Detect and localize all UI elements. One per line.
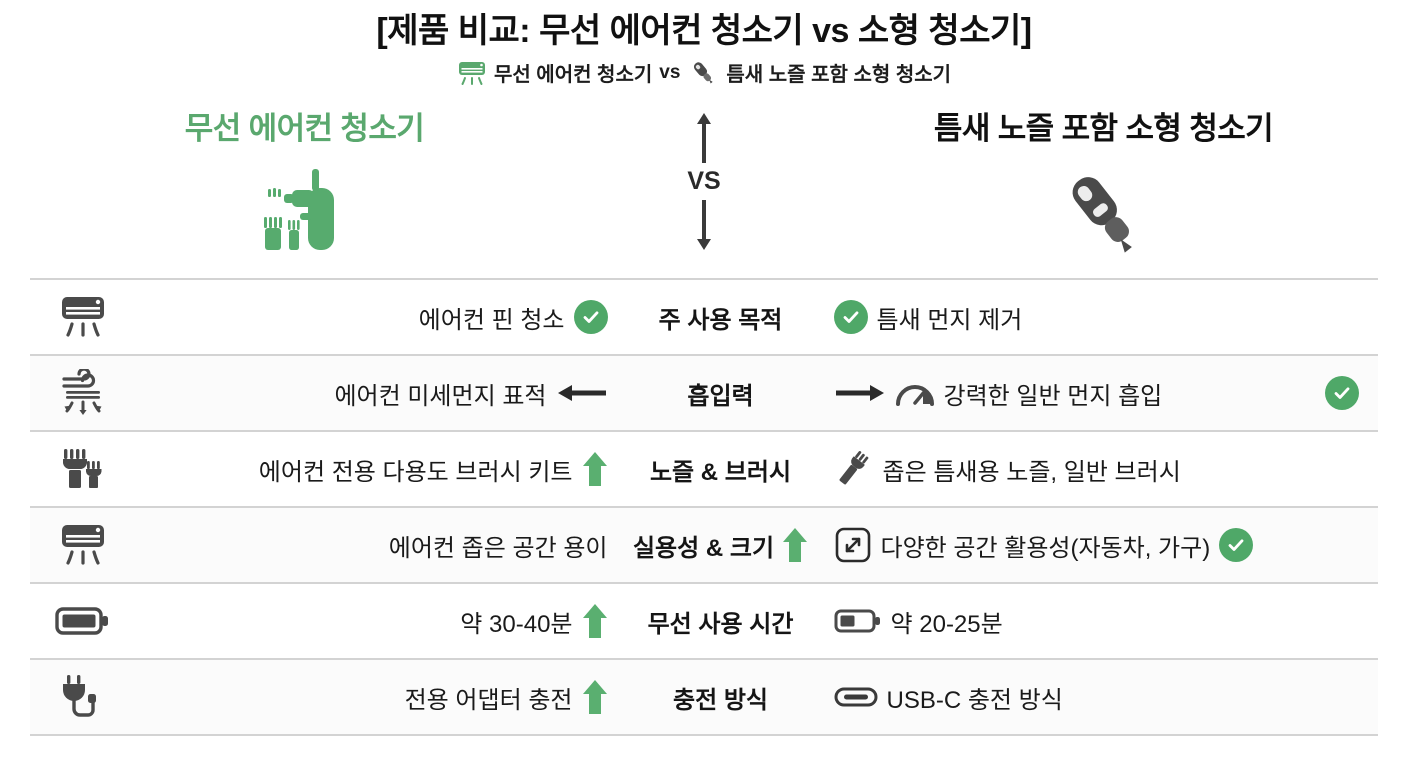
banner-left-product: 무선 에어컨 청소기 <box>0 103 609 261</box>
right-feature-cell: 다양한 공간 활용성(자동차, 가구) <box>826 526 1307 564</box>
attribute-label: 무선 사용 시간 <box>647 610 794 638</box>
attribute-cell: 주 사용 목적 <box>616 300 826 335</box>
table-row: 에어컨 핀 청소 주 사용 목적 틈새 먼지 제거 <box>30 280 1378 357</box>
arrow-up-green-icon <box>582 603 608 639</box>
subtitle-left-label: 무선 에어컨 청소기 <box>493 64 653 87</box>
airflow-icon <box>56 369 110 417</box>
left-feature-text: 에어컨 미세먼지 표적 <box>334 382 547 410</box>
left-feature-text: 에어컨 좁은 공간 용이 <box>388 534 608 562</box>
handheld-vacuum-icon <box>687 59 719 87</box>
subtitle-right-label: 틈새 노즐 포함 소형 청소기 <box>726 64 952 87</box>
cordless-ac-cleaner-illustration <box>240 166 370 261</box>
arrow-right-icon <box>834 381 886 405</box>
check-icon <box>1219 528 1254 563</box>
left-feature-text: 전용 어댑터 충전 <box>404 686 573 714</box>
right-feature-text: 다양한 공간 활용성(자동차, 가구) <box>880 534 1211 562</box>
left-feature-cell: 약 30-40분 <box>135 603 616 639</box>
table-row: 에어컨 좁은 공간 용이 실용성 & 크기 다양한 공간 활용성(자동차, 가구… <box>30 508 1378 585</box>
left-feature-cell: 전용 어댑터 충전 <box>135 679 616 715</box>
arrow-up-green-icon <box>782 527 808 563</box>
comparison-table: 에어컨 핀 청소 주 사용 목적 틈새 먼지 제거 <box>30 278 1378 737</box>
row-icon-cell <box>30 521 135 569</box>
usb-c-icon <box>834 685 878 709</box>
check-icon <box>573 300 608 335</box>
air-conditioner-icon <box>457 60 487 86</box>
left-product-name: 무선 에어컨 청소기 <box>184 111 425 147</box>
attribute-label: 충전 방식 <box>673 686 768 714</box>
left-feature-text: 에어컨 전용 다용도 브러시 키트 <box>258 458 573 486</box>
air-conditioner-icon <box>56 521 110 569</box>
right-feature-cell: USB-C 충전 방식 <box>826 680 1307 715</box>
row-icon-cell <box>30 293 135 341</box>
brush-set-icon <box>56 445 110 493</box>
right-feature-text: 약 20-25분 <box>890 610 1003 638</box>
attribute-cell: 실용성 & 크기 <box>616 527 826 563</box>
page-title: [제품 비교: 무선 에어컨 청소기 vs 소형 청소기] <box>376 12 1032 50</box>
attribute-label: 실용성 & 크기 <box>632 534 775 562</box>
row-icon-cell <box>30 604 135 638</box>
left-feature-text: 약 30-40분 <box>460 610 573 638</box>
right-feature-text: 강력한 일반 먼지 흡입 <box>943 382 1163 410</box>
winner-flag-cell <box>1306 376 1378 411</box>
right-feature-cell: 강력한 일반 먼지 흡입 <box>826 376 1307 411</box>
arrow-up-green-icon <box>582 679 608 715</box>
row-icon-cell <box>30 673 135 721</box>
brush-tool-icon <box>834 449 874 489</box>
product-banner: 무선 에어컨 청소기 <box>0 103 1408 278</box>
page-subtitle: 무선 에어컨 청소기 vs 틈새 노즐 포함 소형 청소기 <box>0 58 1408 87</box>
check-icon <box>1325 376 1359 411</box>
right-product-name: 틈새 노즐 포함 소형 청소기 <box>933 111 1274 147</box>
row-icon-cell <box>30 369 135 417</box>
expand-icon <box>834 526 872 564</box>
right-feature-text: USB-C 충전 방식 <box>886 686 1063 714</box>
left-feature-cell: 에어컨 전용 다용도 브러시 키트 <box>135 451 616 487</box>
gauge-icon <box>895 378 935 408</box>
left-feature-cell: 에어컨 미세먼지 표적 <box>135 376 616 411</box>
attribute-cell: 흡입력 <box>616 376 826 411</box>
right-feature-cell: 틈새 먼지 제거 <box>826 300 1307 335</box>
vs-label: VS <box>687 167 721 196</box>
attribute-label: 흡입력 <box>687 382 754 410</box>
right-feature-text: 틈새 먼지 제거 <box>876 306 1023 334</box>
banner-right-product: 틈새 노즐 포함 소형 청소기 <box>799 103 1408 261</box>
battery-half-icon <box>834 607 882 635</box>
page-header: [제품 비교: 무선 에어컨 청소기 vs 소형 청소기] 무선 에어컨 청소기… <box>0 0 1408 87</box>
handheld-vacuum-illustration <box>1039 166 1169 261</box>
power-plug-icon <box>57 673 109 721</box>
table-row: 에어컨 미세먼지 표적 흡입력 강 <box>30 356 1378 433</box>
left-feature-cell: 에어컨 좁은 공간 용이 <box>135 528 616 563</box>
row-icon-cell <box>30 445 135 493</box>
air-conditioner-icon <box>56 293 110 341</box>
attribute-label: 주 사용 목적 <box>658 306 783 334</box>
banner-vs-divider: VS <box>609 103 799 252</box>
right-feature-cell: 좁은 틈새용 노즐, 일반 브러시 <box>826 449 1307 489</box>
battery-full-icon <box>54 604 111 638</box>
arrow-up-green-icon <box>582 451 608 487</box>
table-row: 전용 어댑터 충전 충전 방식 USB-C 충전 방식 <box>30 660 1378 737</box>
subtitle-vs-label: vs <box>659 61 681 83</box>
arrow-up-icon <box>693 111 715 164</box>
check-icon <box>833 300 868 335</box>
left-feature-text: 에어컨 핀 청소 <box>418 306 565 334</box>
attribute-label: 노즐 & 브러시 <box>649 458 792 486</box>
table-row: 에어컨 전용 다용도 브러시 키트 노즐 & 브러시 <box>30 432 1378 509</box>
table-row: 약 30-40분 무선 사용 시간 약 20-25분 <box>30 584 1378 661</box>
right-feature-text: 좁은 틈새용 노즐, 일반 브러시 <box>882 458 1181 486</box>
attribute-cell: 무선 사용 시간 <box>616 604 826 639</box>
attribute-cell: 충전 방식 <box>616 680 826 715</box>
attribute-cell: 노즐 & 브러시 <box>616 452 826 487</box>
arrow-down-icon <box>693 200 715 252</box>
right-feature-cell: 약 20-25분 <box>826 604 1307 639</box>
arrow-left-icon <box>556 381 608 405</box>
left-feature-cell: 에어컨 핀 청소 <box>135 300 616 335</box>
